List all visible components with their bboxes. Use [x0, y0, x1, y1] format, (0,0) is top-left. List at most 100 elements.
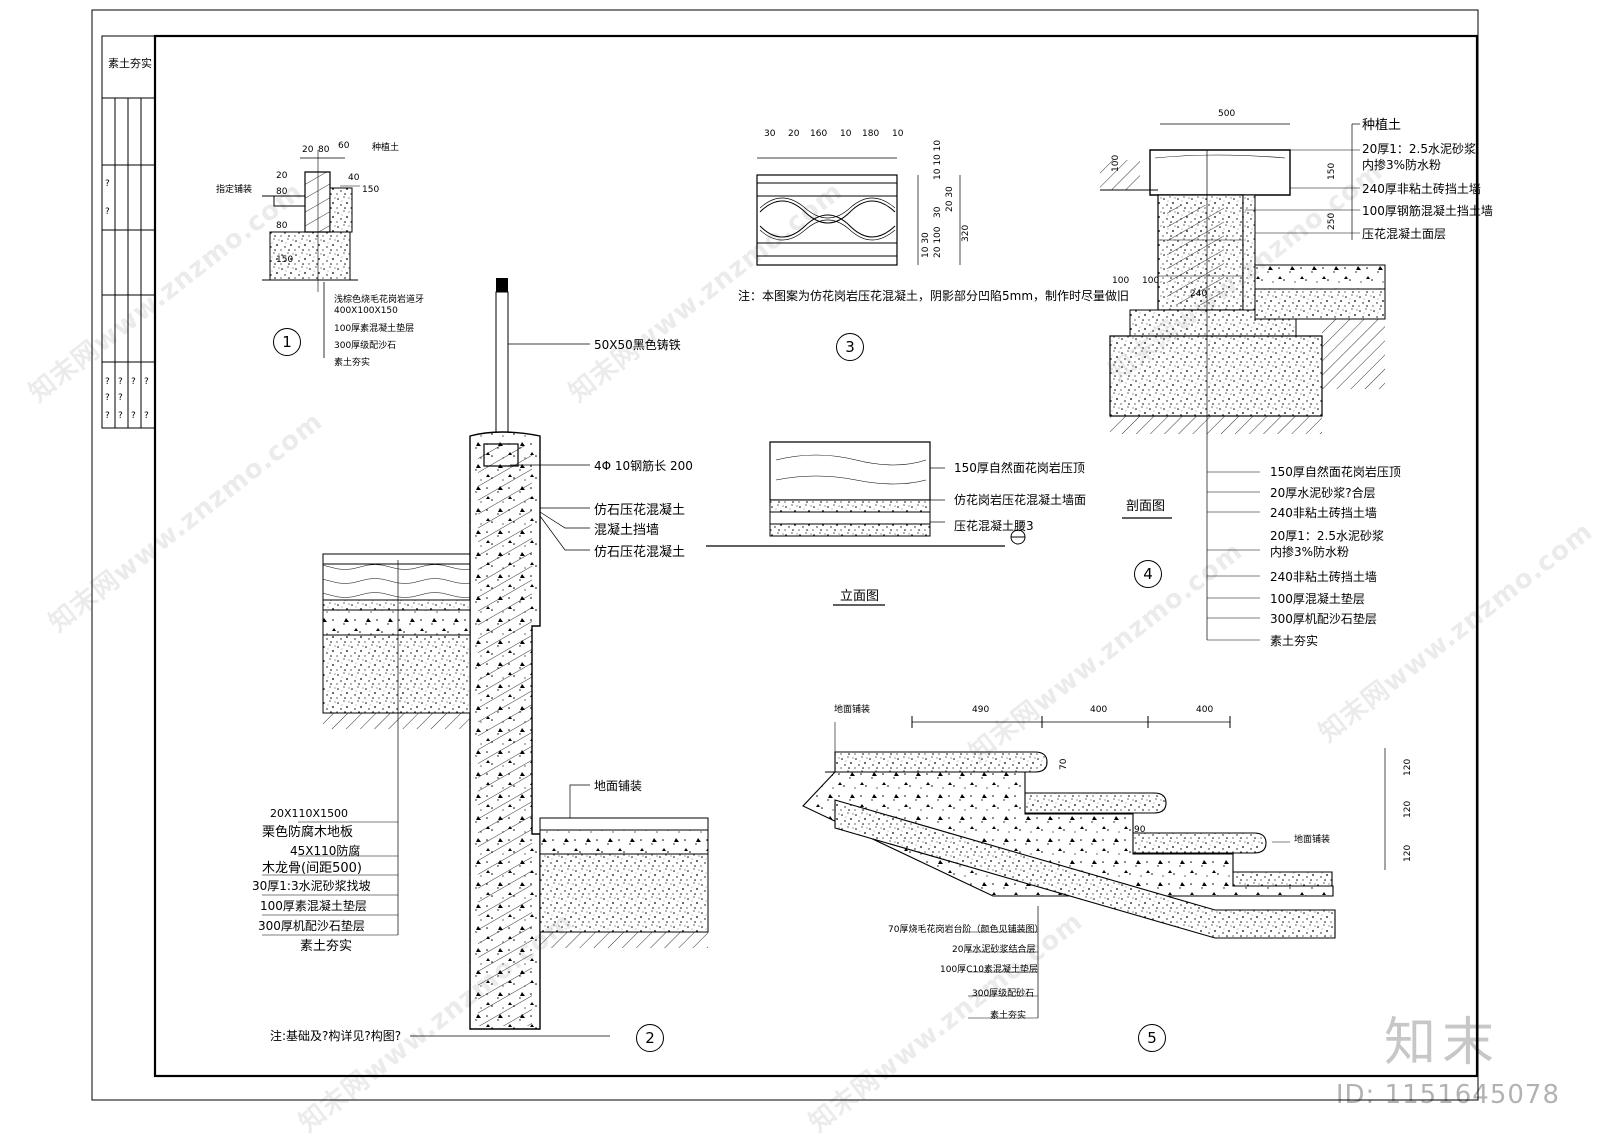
- dim-label: 20: [276, 171, 288, 181]
- callout: 20厚水泥砂浆?合层: [1270, 486, 1376, 500]
- dim-label: 60: [338, 141, 350, 151]
- callout: 70厚烧毛花岗岩台阶（颜色见铺装图）: [888, 925, 1044, 935]
- title-mark: ?: [105, 207, 110, 217]
- label-ground-paving: 地面铺装: [594, 779, 643, 793]
- dim-label: 100: [1142, 276, 1160, 286]
- dim-label: 30: [764, 129, 776, 139]
- callout: 300厚机配沙石垫层: [258, 919, 365, 933]
- title-mark: ?: [144, 411, 149, 421]
- callout: 240非粘土砖挡土墙: [1270, 570, 1377, 584]
- dim-label: 120: [1403, 758, 1413, 776]
- callout: 压花混凝土腰3: [954, 519, 1034, 533]
- title-mark: ?: [118, 411, 123, 421]
- title-mark: ?: [118, 393, 123, 403]
- dim-label: 400: [1196, 705, 1214, 715]
- title-header: 素土夯实: [108, 57, 152, 70]
- dim-label: 10 10 10: [933, 139, 943, 180]
- title-mark: ?: [131, 411, 136, 421]
- dim-label: 10: [892, 129, 904, 139]
- callout: 240非粘土砖挡土墙: [1270, 506, 1377, 520]
- detail-2-wall: [262, 278, 709, 1037]
- label-ground-paving: 地面铺装: [834, 705, 871, 715]
- detail-number-1: 1: [273, 328, 301, 356]
- callout: 240厚非粘土砖挡土墙: [1362, 182, 1481, 196]
- dim-label: 320: [961, 224, 971, 242]
- image-id: ID: 1151645078: [1335, 1080, 1560, 1110]
- dim-label: 180: [862, 129, 880, 139]
- title-strip: [101, 35, 156, 429]
- dim-label: 10: [840, 129, 852, 139]
- dim-label: 80: [276, 187, 288, 197]
- elevation-title: 立面图: [840, 589, 880, 604]
- callout: 压花混凝土面层: [1362, 227, 1447, 241]
- note-pattern: 注：本图案为仿花岗岩压花混凝土，阴影部分凹陷5mm，制作时尽量做旧: [738, 289, 1130, 303]
- dim-label: 10 30: [921, 232, 931, 258]
- callout: 50X50黑色铸铁: [594, 338, 681, 352]
- dim-label: 120: [1403, 844, 1413, 862]
- callout: 100厚素混凝土垫层: [260, 899, 367, 913]
- callout: 400X100X150: [334, 306, 398, 316]
- detail-3-pattern: [706, 157, 1026, 606]
- callout: 种植土: [1362, 118, 1402, 133]
- title-mark: ?: [105, 179, 110, 189]
- label-ground-paving: 地面铺装: [1294, 835, 1331, 845]
- callout: 仿石压花混凝土: [594, 545, 686, 560]
- brand-logo: 知末: [1383, 1013, 1500, 1073]
- callout: 素土夯实: [334, 358, 371, 368]
- callout: 300厚机配沙石垫层: [1270, 612, 1377, 626]
- callout: 150厚自然面花岗岩压顶: [1270, 465, 1401, 479]
- dim-label: 30: [933, 206, 943, 218]
- dim-label: 150: [362, 185, 380, 195]
- detail-number-5: 5: [1138, 1024, 1166, 1052]
- callout: 4Φ 10钢筋长 200: [594, 459, 693, 473]
- callout: 300厚级配砂石: [972, 989, 1035, 999]
- dim-label: 40: [348, 173, 360, 183]
- detail-number-4: 4: [1134, 560, 1162, 588]
- dim-label: 20: [302, 145, 314, 155]
- dim-label: 20: [788, 129, 800, 139]
- dim-label: 90: [1134, 825, 1146, 835]
- callout: 20X110X1500: [270, 807, 349, 820]
- section-title: 剖面图: [1126, 499, 1166, 514]
- dim-label: 120: [1403, 800, 1413, 818]
- detail-5-steps: [802, 716, 1386, 1019]
- callout: 100厚混凝土垫层: [1270, 592, 1365, 606]
- label-planting-soil: 种植土: [372, 143, 400, 153]
- title-mark: ?: [131, 377, 136, 387]
- note-foundation: 注:基础及?构详见?构图?: [270, 1029, 402, 1043]
- callout: 素土夯实: [1270, 634, 1319, 648]
- dim-label: 20 100: [933, 226, 943, 259]
- dim-label: 240: [1190, 289, 1208, 299]
- dim-label: 150: [276, 255, 294, 265]
- callout: 150厚自然面花岗岩压顶: [954, 461, 1085, 475]
- callout: 浅棕色烧毛花岗岩道牙: [334, 295, 425, 305]
- title-mark: ?: [105, 411, 110, 421]
- dim-label: 80: [318, 145, 330, 155]
- dim-label: 100: [1112, 276, 1130, 286]
- dim-label: 20 30: [945, 186, 955, 212]
- dim-label: 500: [1218, 109, 1236, 119]
- callout: 混凝土挡墙: [594, 523, 660, 538]
- callout: 素土夯实: [300, 939, 353, 954]
- callout: 素土夯实: [990, 1011, 1027, 1021]
- callout: 100厚C10素混凝土垫层: [940, 965, 1038, 975]
- label-designated-paving: 指定铺装: [216, 185, 253, 195]
- dim-label: 160: [810, 129, 828, 139]
- dim-label: 80: [276, 221, 288, 231]
- callout: 栗色防腐木地板: [262, 825, 354, 840]
- callout: 内掺3%防水粉: [1362, 158, 1442, 172]
- callout: 20厚1：2.5水泥砂浆: [1362, 142, 1476, 156]
- callout: 300厚级配沙石: [334, 341, 397, 351]
- dim-label: 100: [1111, 154, 1121, 172]
- detail-number-3: 3: [836, 333, 864, 361]
- dim-label: 490: [972, 705, 990, 715]
- callout: 100厚钢筋混凝土挡土墙: [1362, 204, 1493, 218]
- dim-label: 400: [1090, 705, 1108, 715]
- callout: 内掺3%防水粉: [1270, 545, 1350, 559]
- callout: 30厚1:3水泥砂浆找坡: [252, 879, 371, 893]
- title-mark: ?: [105, 377, 110, 387]
- callout: 100厚素混凝土垫层: [334, 324, 415, 334]
- callout: 20厚水泥砂浆结合层: [952, 945, 1036, 955]
- detail-1-curb: [262, 150, 360, 358]
